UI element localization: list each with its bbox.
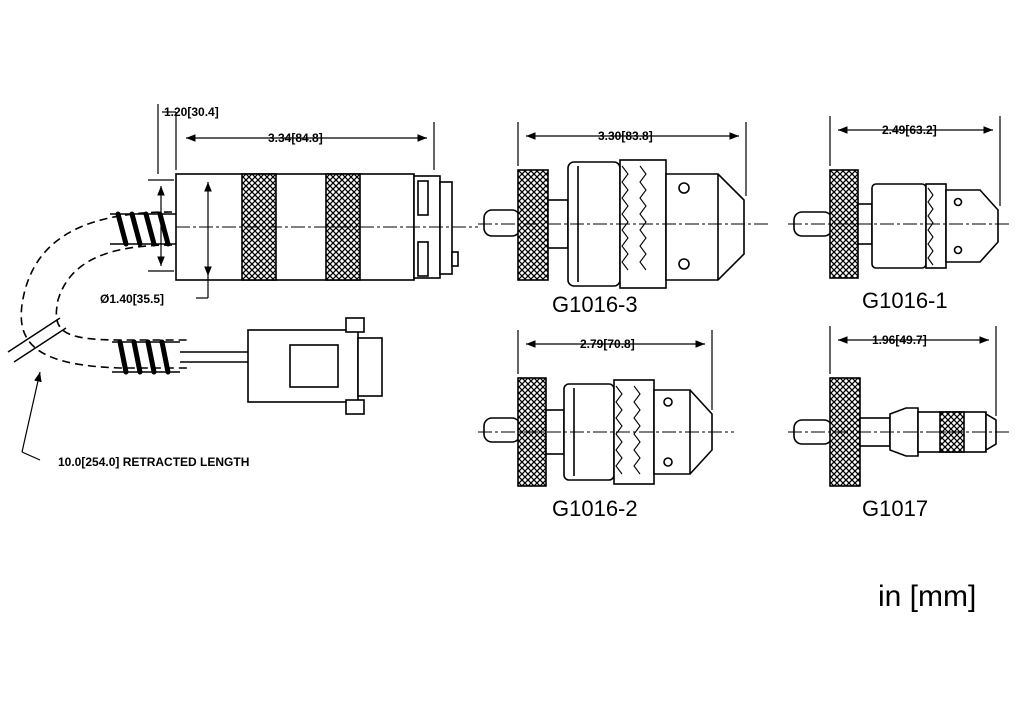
units-label: in [mm] [878, 580, 976, 613]
g1016-1-length-label: 2.49[63.2] [882, 123, 937, 137]
cable-connector [247, 317, 383, 415]
g1017-part-label: G1017 [862, 496, 928, 521]
g1016-3-length-label: 3.30[83.8] [598, 129, 653, 143]
g1016-1-dimension-lines [829, 116, 1001, 206]
chuck-g1016-3 [483, 159, 745, 289]
g1016-2-part-label: G1016-2 [552, 496, 638, 521]
coil-upper [115, 211, 171, 247]
g1016-3-part-label: G1016-3 [552, 292, 638, 317]
coiled-cable [7, 211, 248, 375]
holder-diameter-label: Ø1.40[35.5] [100, 292, 164, 306]
g1017-dimension-lines [829, 326, 997, 416]
cable-length-label: 10.0[254.0] RETRACTED LENGTH [58, 455, 249, 469]
g1016-2-dimension-lines [517, 330, 713, 410]
offset-dimension-label: 1.20[30.4] [164, 105, 219, 119]
g1016-3-dimension-lines [517, 122, 747, 196]
holder-dimension-lines [21, 104, 435, 461]
g1016-1-part-label: G1016-1 [862, 288, 948, 313]
coil-lower [117, 339, 171, 375]
g1016-2-length-label: 2.79[70.8] [580, 337, 635, 351]
g1017-length-label: 1.96[49.7] [872, 333, 927, 347]
holder-length-label: 3.34[84.8] [268, 131, 323, 145]
